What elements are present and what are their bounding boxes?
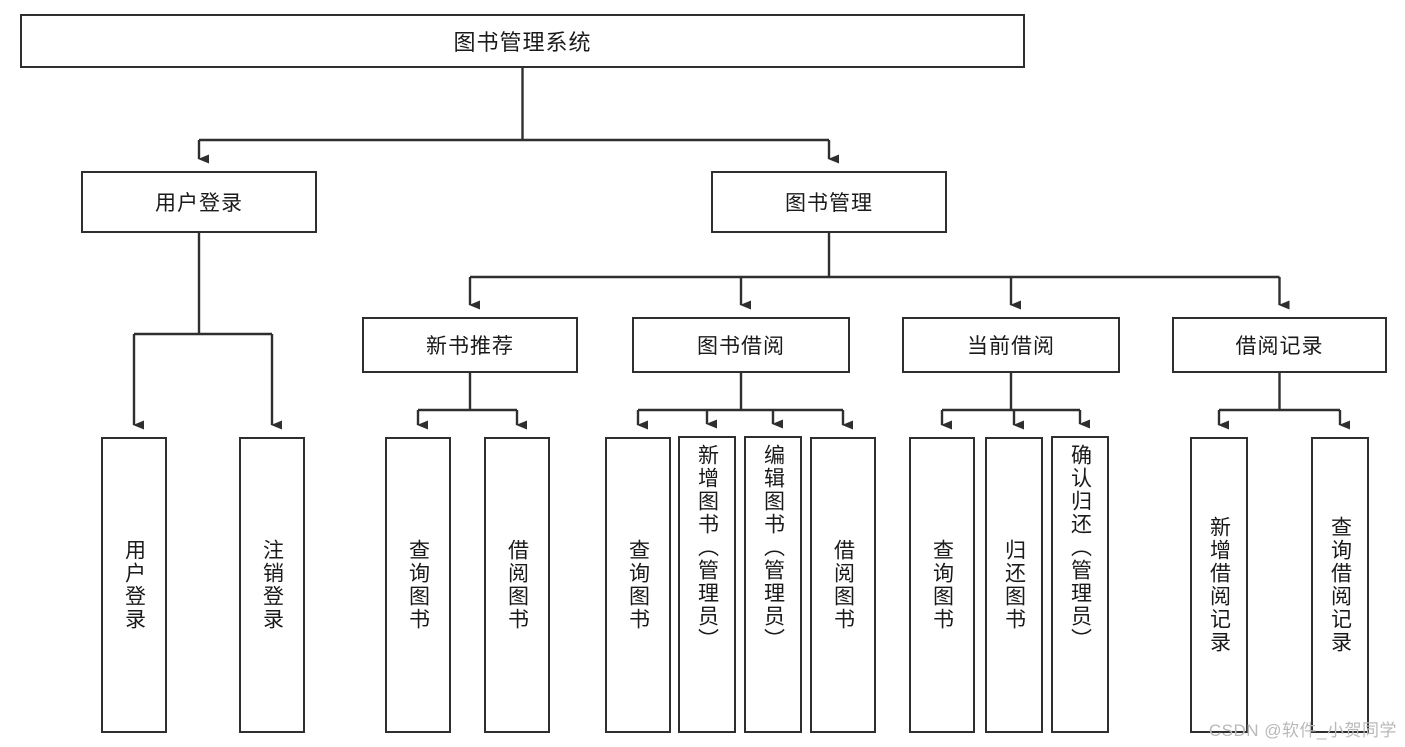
node-leaf-return-book[interactable]: 归还图书 — [985, 437, 1043, 733]
node-label: 归还图书 — [1002, 539, 1026, 631]
node-leaf-borrow-book[interactable]: 借阅图书 — [810, 437, 876, 733]
node-label: 新书推荐 — [426, 335, 514, 358]
node-label: 查询图书 — [406, 539, 430, 631]
node-label: 新增借阅记录 — [1207, 516, 1231, 654]
node-leaf-query-book-recommend[interactable]: 查询图书 — [385, 437, 451, 733]
node-label: 图书管理 — [785, 192, 873, 215]
node-leaf-add-book-admin[interactable]: 新增图书（管理员） — [678, 436, 736, 733]
node-new-book-recommend[interactable]: 新书推荐 — [362, 317, 578, 373]
node-label: 查询图书 — [626, 539, 650, 631]
node-borrow-record[interactable]: 借阅记录 — [1172, 317, 1387, 373]
node-label: 新增图书（管理员） — [695, 444, 719, 651]
node-label: 借阅记录 — [1235, 335, 1324, 358]
node-leaf-query-book-current[interactable]: 查询图书 — [909, 437, 975, 733]
node-label: 查询借阅记录 — [1328, 516, 1352, 654]
node-leaf-confirm-return-admin[interactable]: 确认归还（管理员） — [1051, 436, 1109, 733]
node-leaf-query-borrow-record[interactable]: 查询借阅记录 — [1311, 437, 1369, 733]
node-label: 当前借阅 — [967, 335, 1055, 358]
node-leaf-logout-login[interactable]: 注销登录 — [239, 437, 305, 733]
node-label: 借阅图书 — [831, 539, 855, 631]
node-book-management[interactable]: 图书管理 — [711, 171, 947, 233]
node-leaf-user-login[interactable]: 用户登录 — [101, 437, 167, 733]
node-label: 编辑图书（管理员） — [761, 444, 785, 651]
node-label: 注销登录 — [260, 539, 284, 631]
node-current-borrow[interactable]: 当前借阅 — [902, 317, 1120, 373]
node-book-borrow[interactable]: 图书借阅 — [632, 317, 850, 373]
node-label: 借阅图书 — [505, 539, 529, 631]
node-label: 用户登录 — [122, 539, 146, 631]
node-leaf-add-borrow-record[interactable]: 新增借阅记录 — [1190, 437, 1248, 733]
node-leaf-edit-book-admin[interactable]: 编辑图书（管理员） — [744, 436, 802, 733]
node-root[interactable]: 图书管理系统 — [20, 14, 1025, 68]
node-user-login[interactable]: 用户登录 — [81, 171, 317, 233]
node-leaf-borrow-book-recommend[interactable]: 借阅图书 — [484, 437, 550, 733]
node-label: 确认归还（管理员） — [1068, 444, 1092, 651]
watermark-text: CSDN @软件_小贺同学 — [1208, 721, 1397, 740]
node-leaf-query-book-borrow[interactable]: 查询图书 — [605, 437, 671, 733]
node-label: 查询图书 — [930, 539, 954, 631]
node-label: 图书管理系统 — [453, 30, 592, 55]
node-label: 图书借阅 — [697, 335, 785, 358]
node-label: 用户登录 — [155, 192, 243, 215]
